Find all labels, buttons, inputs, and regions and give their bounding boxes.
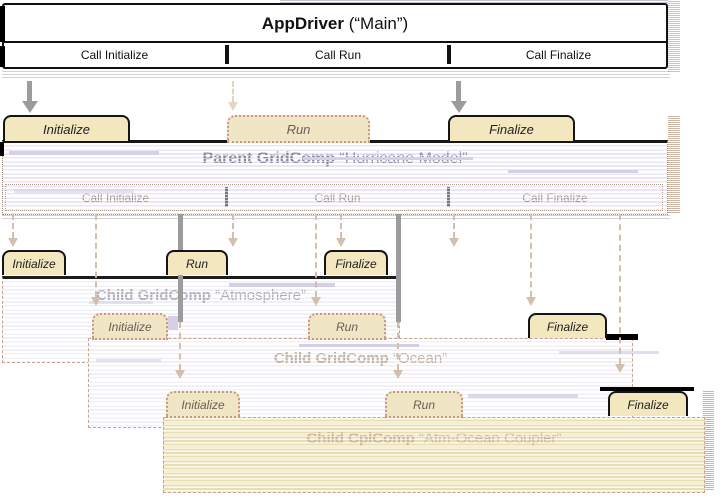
stripe-accent xyxy=(229,283,335,287)
tab-label: Finalize xyxy=(335,256,377,271)
appdriver-left-bar-bottom xyxy=(0,46,5,67)
down-arrow-head xyxy=(526,297,536,306)
stripe-accent xyxy=(559,351,659,354)
down-arrow-head xyxy=(22,101,38,113)
stripe-accent xyxy=(468,394,578,398)
down-arrow xyxy=(456,81,461,101)
coupler-shadow-right xyxy=(703,390,714,490)
down-arrow-head xyxy=(175,370,185,379)
down-arrow-head xyxy=(393,370,403,379)
ocean-tab-finalize: Finalize xyxy=(528,313,607,338)
down-arrow-dashed xyxy=(179,322,181,370)
coupler-tab-run: Run xyxy=(385,391,463,418)
appdriver-title-rest: (“Main”) xyxy=(343,14,409,33)
down-arrow-head xyxy=(451,101,467,113)
ocean-title: Child GridComp “Ocean” xyxy=(89,350,632,367)
stripe-accent xyxy=(168,316,178,330)
appdriver-shadow-top xyxy=(280,0,672,3)
tab-label: Initialize xyxy=(181,397,225,412)
tab-label: Finalize xyxy=(627,397,669,412)
down-arrow-head xyxy=(336,238,346,247)
atmosphere-title: Child GridComp “Atmosphere” xyxy=(3,287,399,304)
down-arrow-dashed xyxy=(340,214,342,238)
tab-label: Initialize xyxy=(12,256,56,271)
appdriver-box: AppDriver (“Main”) Call Initialize Call … xyxy=(2,3,668,69)
down-arrow-dashed xyxy=(12,214,14,238)
appdriver-title: AppDriver (“Main”) xyxy=(4,14,666,34)
down-arrow-head xyxy=(228,102,238,111)
down-arrow xyxy=(27,81,32,101)
parent-call-finalize: Call Finalize xyxy=(522,190,588,205)
down-arrow-head xyxy=(228,238,238,247)
parent-left-bar xyxy=(0,142,4,156)
ocean-title-bold: Child GridComp xyxy=(273,350,389,367)
coupler-box: Child CplComp “Atm-Ocean Coupler” xyxy=(163,417,705,493)
coupler-tab-initialize: Initialize xyxy=(166,391,240,418)
parent-call-row: Call Initialize Call Run Call Finalize xyxy=(5,184,663,211)
parent-tab-finalize: Finalize xyxy=(448,115,575,141)
down-arrow-head xyxy=(8,238,18,247)
tab-label: Run xyxy=(286,121,311,137)
stripe-accent xyxy=(9,151,159,155)
stripe-accent xyxy=(299,344,419,347)
down-arrow-dashed xyxy=(232,81,234,102)
atmosphere-title-rest: “Atmosphere” xyxy=(210,287,307,304)
appdriver-left-bar-top xyxy=(0,6,5,42)
down-arrow-dashed xyxy=(315,214,317,297)
coupler-title-bold: Child CplComp xyxy=(306,430,415,447)
tab-label: Initialize xyxy=(43,121,90,137)
appdriver-shadow-bottom xyxy=(2,69,670,78)
down-arrow-dashed xyxy=(619,214,621,364)
parent-gridcomp-box: Parent GridComp “Hurricane Model” Call I… xyxy=(2,140,668,215)
parent-call-run: Call Run xyxy=(314,190,361,205)
stripe-accent xyxy=(303,157,473,160)
appdriver-title-bold: AppDriver xyxy=(261,14,344,33)
call-row-divider xyxy=(225,45,229,64)
tab-label: Run xyxy=(412,397,435,412)
parent-tab-run: Run xyxy=(227,115,370,143)
coupler-shadow-corner xyxy=(600,387,694,391)
atmosphere-tab-finalize: Finalize xyxy=(324,250,388,275)
parent-tab-initialize: Initialize xyxy=(3,115,130,141)
down-arrow-head xyxy=(615,364,625,373)
stripe-accent xyxy=(14,189,134,193)
appdriver-shadow-right xyxy=(668,0,680,72)
down-arrow-head xyxy=(91,297,101,306)
down-arrow-head xyxy=(311,297,321,306)
appdriver-call-run: Call Run xyxy=(314,48,362,62)
ocean-shadow-corner xyxy=(606,334,638,340)
down-arrow-dashed xyxy=(397,322,399,370)
coupler-title-rest: “Atm-Ocean Coupler” xyxy=(414,430,562,447)
tab-label: Run xyxy=(185,256,208,271)
down-arrow-dashed xyxy=(232,214,234,238)
ocean-tab-initialize: Initialize xyxy=(92,313,168,340)
stripe-accent xyxy=(96,359,161,362)
appdriver-call-row: Call Initialize Call Run Call Finalize xyxy=(4,41,666,67)
tab-label: Finalize xyxy=(489,121,534,137)
ocean-tab-run: Run xyxy=(308,313,386,340)
atmosphere-tab-run: Run xyxy=(166,250,228,275)
coupler-title: Child CplComp “Atm-Ocean Coupler” xyxy=(164,430,704,447)
appdriver-call-finalize: Call Finalize xyxy=(525,48,592,62)
down-arrow-head xyxy=(449,238,459,247)
down-arrow-dashed xyxy=(95,214,97,297)
atmosphere-tab-initialize: Initialize xyxy=(2,250,66,275)
parent-shadow-right xyxy=(668,115,680,213)
down-arrow xyxy=(396,214,401,322)
coupler-tab-finalize: Finalize xyxy=(608,391,688,416)
tab-label: Finalize xyxy=(546,319,589,334)
down-arrow-dashed xyxy=(453,214,455,238)
tab-label: Run xyxy=(335,319,358,334)
parent-shadow-bottom xyxy=(2,212,670,219)
call-row-divider xyxy=(447,45,451,64)
tab-label: Initialize xyxy=(108,319,152,334)
appdriver-call-initialize: Call Initialize xyxy=(80,48,149,62)
down-arrow-dashed xyxy=(530,214,532,297)
stripe-accent xyxy=(508,170,638,173)
